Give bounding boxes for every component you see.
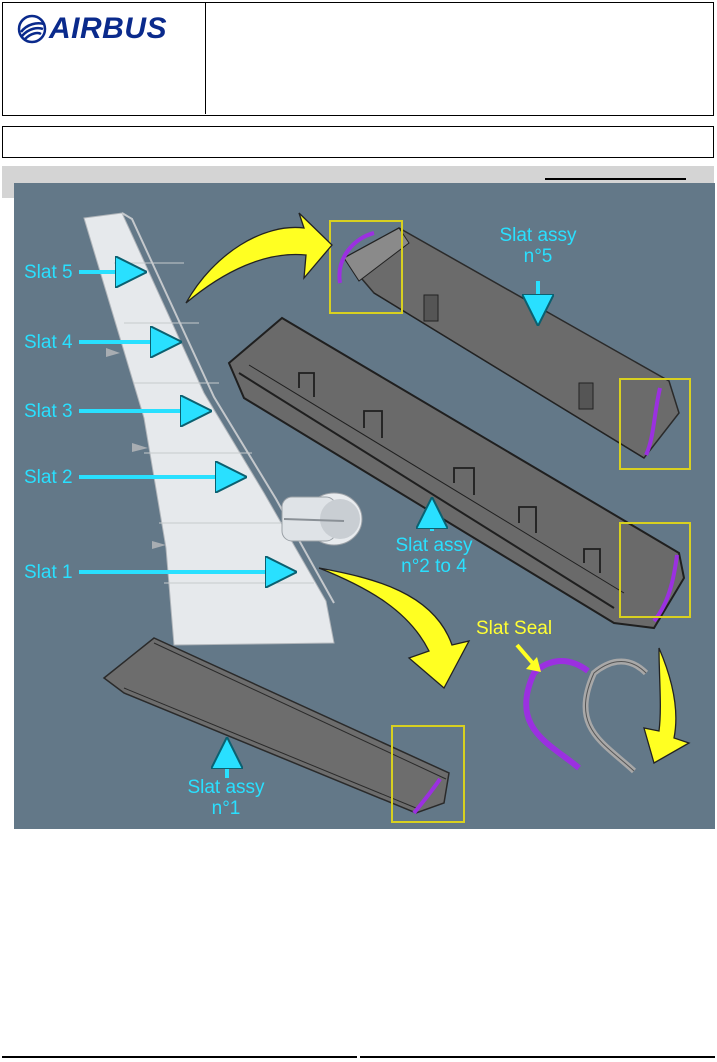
slat-illustration <box>79 212 691 823</box>
label-slat-2: Slat 2 <box>24 467 73 488</box>
logo-text: AIRBUS <box>49 12 168 45</box>
yellow-arrow-icons <box>185 212 691 764</box>
label-slat-assy-1: Slat assy n°1 <box>176 778 276 818</box>
slat-seal-parts <box>523 658 649 774</box>
section-underline <box>545 178 686 180</box>
label-slat-1: Slat 1 <box>24 562 73 583</box>
document-header: AIRBUS <box>2 2 714 116</box>
slat-figure: Slat 5 Slat 4 Slat 3 Slat 2 Slat 1 Slat … <box>14 183 715 829</box>
cyan-pointer-arrows <box>79 272 538 778</box>
wing-planform <box>83 212 363 646</box>
slat-assy-2-4-part <box>227 316 691 630</box>
slat-assy-1-part <box>102 637 465 823</box>
label-slat-assy-1-line1: Slat assy <box>187 777 265 798</box>
label-slat-3: Slat 3 <box>24 401 73 422</box>
label-slat-5: Slat 5 <box>24 262 73 283</box>
label-slat-assy-1-line2: n°1 <box>211 798 241 819</box>
label-slat-assy-2-4: Slat assy n°2 to 4 <box>384 536 484 576</box>
label-slat-assy-2-4-line2: n°2 to 4 <box>401 556 467 577</box>
label-slat-assy-5-line1: Slat assy <box>499 225 577 246</box>
footer-rule-left <box>2 1056 357 1058</box>
label-slat-assy-5-line2: n°5 <box>523 246 553 267</box>
label-slat-4: Slat 4 <box>24 332 73 353</box>
label-slat-assy-5: Slat assy n°5 <box>488 226 588 266</box>
footer-rule-right <box>360 1056 715 1058</box>
label-slat-seal: Slat Seal <box>476 618 553 639</box>
airbus-logo: AIRBUS <box>17 14 167 44</box>
seal-pointer-arrow-icon <box>515 643 541 672</box>
slat-assy-5-part <box>329 220 691 470</box>
label-slat-assy-2-4-line1: Slat assy <box>395 535 473 556</box>
subject-bar <box>2 126 714 158</box>
logo-cell: AIRBUS <box>3 3 206 114</box>
airbus-swirl-icon <box>17 14 47 44</box>
